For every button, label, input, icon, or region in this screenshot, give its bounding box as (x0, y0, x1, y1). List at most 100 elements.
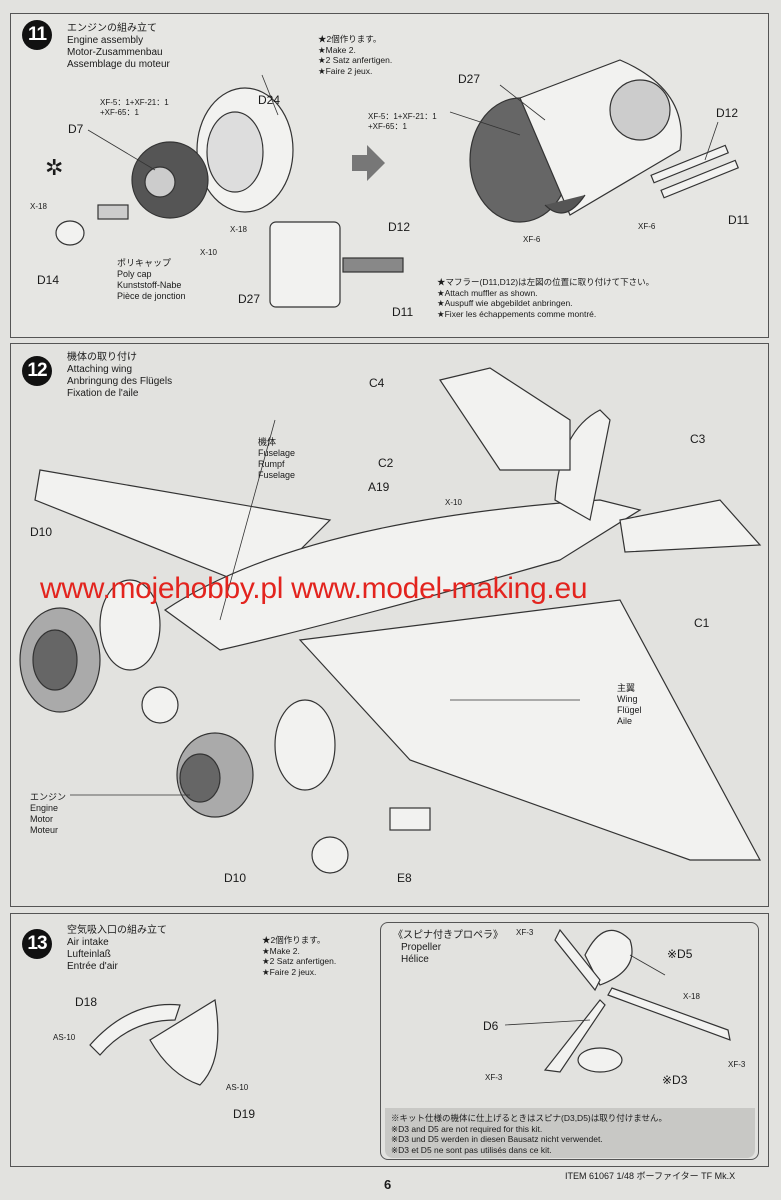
title-de: Motor-Zusammenbau (67, 47, 163, 58)
label-e8: E8 (397, 871, 412, 885)
title-en: Air intake (67, 937, 109, 948)
step-13-title: 空気吸入口の組み立て Air intake Lufteinlaß Entrée … (67, 925, 167, 973)
engine-label: エンジン Engine Motor Moteur (30, 792, 66, 836)
aircraft-wing-right (298, 599, 762, 861)
label-xf6: XF-6 (523, 235, 541, 244)
asterisk-icon: ✲ (45, 155, 64, 180)
note-en: ※D3 and D5 are not required for this kit… (391, 1123, 543, 1134)
elevator-c2-c4 (439, 367, 571, 471)
wing-label: 主翼 Wing Flügel Aile (617, 683, 642, 727)
propeller-title: 《スピナ付きプロペラ》 Propeller Hélice (393, 930, 503, 966)
landing-wheel (141, 686, 179, 724)
paint-mix-2: XF-5：1+XF-21：1 +XF-65：1 (368, 112, 437, 132)
label-jp: 機体 (258, 437, 277, 447)
note-jp: ★マフラー(D11,D12)は左図の位置に取り付けて下さい。 (437, 277, 655, 287)
paint-mix-line: XF-5：1+XF-21：1 (368, 112, 437, 121)
label-fr: Fuselage (258, 470, 296, 480)
title-de: Anbringung des Flügels (67, 376, 173, 387)
title-en: Propeller (401, 942, 442, 953)
muffler-d11-d12 (660, 159, 739, 199)
engine-nacelle-left (99, 579, 161, 671)
label-fr: Aile (617, 716, 633, 726)
label-d11: D11 (728, 213, 750, 227)
note-jp: ※キット仕様の機体に仕上げるときはスピナ(D3,D5)は取り付けません。 (391, 1113, 668, 1123)
label-en: Engine (30, 803, 59, 813)
polycap (97, 204, 129, 220)
label-xf6: XF-6 (638, 222, 656, 231)
note-fr: ★Fixer les échappements comme montré. (437, 308, 597, 319)
label-x18: X-18 (230, 225, 247, 234)
polycap-fr: Pièce de jonction (117, 291, 186, 301)
label-d3: ※D3 (662, 1073, 688, 1087)
label-c1: C1 (694, 616, 710, 630)
note-en: ★Attach muffler as shown. (437, 287, 538, 298)
watermark: www.mojehobby.pl www.model-making.eu (40, 572, 588, 605)
note-fr: ★Faire 2 jeux. (318, 65, 373, 76)
paint-mix-1: XF-5：1+XF-21：1 +XF-65：1 (100, 98, 169, 118)
propeller-blade (554, 928, 601, 992)
label-d12: D12 (716, 106, 739, 120)
spinner-d5 (584, 929, 633, 986)
title-fr: Entrée d'air (67, 961, 118, 972)
make-2-notes: ★2個作ります。 ★Make 2. ★2 Satz anfertigen. ★F… (318, 34, 392, 76)
note-de: ★Auspuff wie abgebildet anbringen. (437, 298, 573, 308)
label-en: Wing (617, 694, 638, 704)
title-fr: Fixation de l'aile (67, 388, 139, 399)
label-d27: D27 (238, 292, 261, 306)
label-d5: ※D5 (667, 947, 693, 961)
label-d27: D27 (458, 72, 481, 86)
propeller-notes: ※キット仕様の機体に仕上げるときはスピナ(D3,D5)は取り付けません。 ※D3… (391, 1113, 667, 1155)
paint-mix-line: +XF-65：1 (100, 108, 139, 117)
label-d7: D7 (68, 122, 84, 136)
label-c2: C2 (378, 456, 394, 470)
label-d12: D12 (388, 220, 411, 234)
title-de: Lufteinlaß (67, 949, 111, 960)
label-de: Motor (30, 814, 54, 824)
fuselage-label: 機体 Fuselage Rumpf Fuselage (258, 437, 295, 481)
aircraft-fuselage (163, 499, 642, 651)
note-en: ★Make 2. (262, 945, 300, 956)
title-jp: 機体の取り付け (67, 352, 137, 363)
label-fr: Moteur (30, 825, 59, 835)
note-de: ★2 Satz anfertigen. (262, 956, 337, 966)
label-en: Fuselage (258, 448, 296, 458)
paint-mix-line: +XF-65：1 (368, 122, 407, 131)
propeller-box (380, 922, 759, 1160)
step-number-11: 11 (22, 20, 52, 50)
label-c3: C3 (690, 432, 706, 446)
label-x10: X-10 (200, 248, 217, 257)
label-d6: D6 (483, 1019, 499, 1033)
arrow (352, 145, 385, 181)
note-jp: ★2個作ります。 (262, 935, 326, 945)
step-12-panel (10, 343, 769, 907)
note-jp: ★2個作ります。 (318, 34, 382, 44)
polycap-de: Kunststoff-Nabe (117, 280, 182, 290)
label-xf3: XF-3 (516, 928, 534, 937)
label-d24: D24 (258, 93, 281, 107)
title-fr: Assemblage du moteur (67, 59, 170, 70)
title-jp: 《スピナ付きプロペラ》 (393, 930, 503, 941)
title-en: Engine assembly (67, 35, 144, 46)
label-as10: AS-10 (226, 1083, 249, 1092)
label-xf3: XF-3 (485, 1073, 503, 1082)
note-en: ★Make 2. (318, 44, 356, 55)
step-number-13: 13 (22, 929, 52, 959)
title-en: Attaching wing (67, 364, 133, 375)
title-fr: Hélice (401, 954, 429, 965)
label-d10: D10 (30, 525, 53, 539)
label-jp: 主翼 (617, 683, 636, 693)
note-fr: ※D3 et D5 ne sont pas utilisés dans ce k… (391, 1144, 552, 1155)
step-13-panel (10, 913, 769, 1167)
air-intake-d18 (89, 1003, 181, 1056)
label-d11: D11 (392, 305, 414, 319)
label-x10: X-10 (445, 498, 462, 507)
note-de: ※D3 und D5 werden in diesen Bausatz nich… (391, 1134, 603, 1144)
polycap-en: Poly cap (117, 269, 152, 279)
prop-hub-d14 (55, 220, 85, 246)
label-de: Flügel (617, 705, 642, 715)
label-d18: D18 (75, 995, 98, 1009)
step-11-title: エンジンの組み立て Engine assembly Motor-Zusammen… (67, 23, 170, 71)
make-2-notes: ★2個作ります。 ★Make 2. ★2 Satz anfertigen. ★F… (262, 935, 336, 977)
label-c4: C4 (369, 376, 385, 390)
paint-mix-line: XF-5：1+XF-21：1 (100, 98, 169, 107)
